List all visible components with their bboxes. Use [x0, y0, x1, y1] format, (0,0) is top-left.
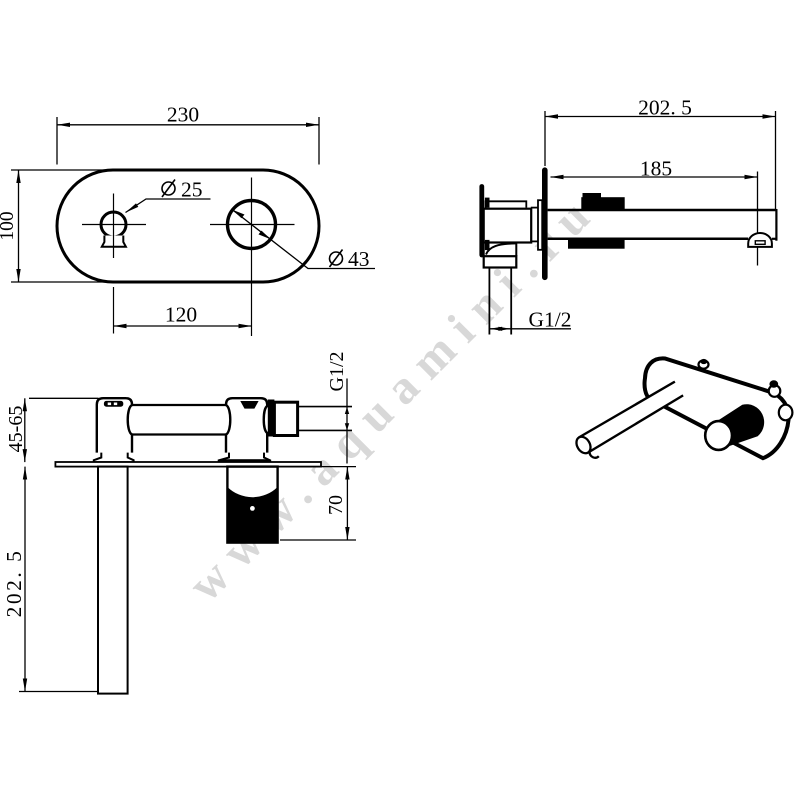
- svg-text:45-65: 45-65: [5, 406, 27, 453]
- svg-text:100: 100: [0, 211, 18, 240]
- svg-text:120: 120: [165, 303, 197, 327]
- svg-text:202. 5: 202. 5: [2, 549, 26, 618]
- svg-text:G1/2: G1/2: [529, 308, 572, 332]
- svg-text:185: 185: [640, 157, 672, 181]
- svg-text:43: 43: [348, 247, 370, 271]
- svg-text:202. 5: 202. 5: [638, 96, 692, 120]
- svg-text:25: 25: [181, 178, 203, 202]
- svg-text:230: 230: [167, 102, 199, 126]
- svg-text:G1/2: G1/2: [326, 352, 348, 392]
- svg-text:70: 70: [325, 495, 347, 515]
